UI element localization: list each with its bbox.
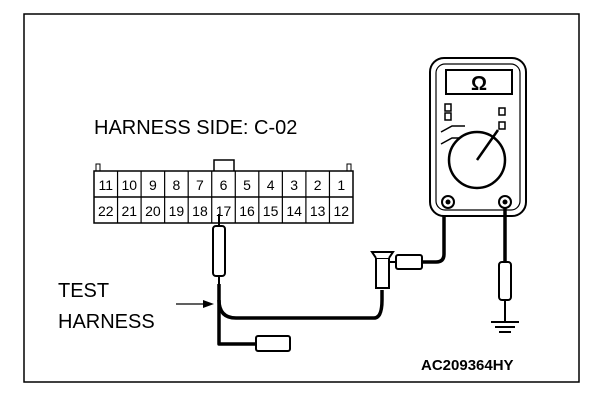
connector-label: HARNESS SIDE: C-02 (94, 117, 297, 139)
connector-top-pin-7: 7 (196, 177, 204, 193)
alligator-clip-icon (370, 251, 423, 289)
harness-end-plug (255, 335, 291, 352)
connector-top-pin-6: 6 (220, 177, 228, 193)
connector-top-pin-1: 1 (337, 177, 345, 193)
connector-top-pin-11: 11 (98, 177, 113, 193)
connector-top-pin-9: 9 (149, 177, 157, 193)
connector-latch (213, 159, 235, 173)
connector-top-pin-10: 10 (122, 177, 138, 193)
connector-bottom-pin-16: 16 (239, 203, 255, 219)
meter-lead-positive (422, 206, 446, 264)
pointer-arrow (176, 300, 214, 308)
connector-bottom-pin-20: 20 (145, 203, 161, 219)
connector-bottom-pin-12: 12 (333, 203, 349, 219)
meter-display (445, 69, 513, 95)
connector-top-pin-8: 8 (173, 177, 181, 193)
test-harness-label-line2: HARNESS (58, 311, 155, 333)
figure-frame (23, 13, 580, 383)
connector-bottom-pin-13: 13 (310, 203, 326, 219)
connector-bottom-pin-15: 15 (263, 203, 279, 219)
connector-bottom-pin-22: 22 (98, 203, 114, 219)
meter-symbol: Ω (471, 73, 487, 95)
ground-icon (491, 321, 519, 333)
connector-bottom-pin-14: 14 (286, 203, 302, 219)
ohmmeter-icon: Ω (429, 57, 527, 217)
connector-top-pin-5: 5 (243, 177, 251, 193)
meter-lead-negative (498, 208, 512, 322)
connector-top-pin-2: 2 (314, 177, 322, 193)
connector-bottom-pin-19: 19 (169, 203, 185, 219)
test-harness-wires (217, 284, 384, 352)
connector-top-pin-3: 3 (290, 177, 298, 193)
test-harness-label-line1: TEST (58, 280, 109, 302)
figure-id: AC209364HY (421, 357, 514, 374)
connector-top-pin-4: 4 (267, 177, 275, 193)
connector-bottom-pin-21: 21 (122, 203, 138, 219)
connector-bottom-pin-18: 18 (192, 203, 208, 219)
test-probe-icon (212, 214, 226, 284)
